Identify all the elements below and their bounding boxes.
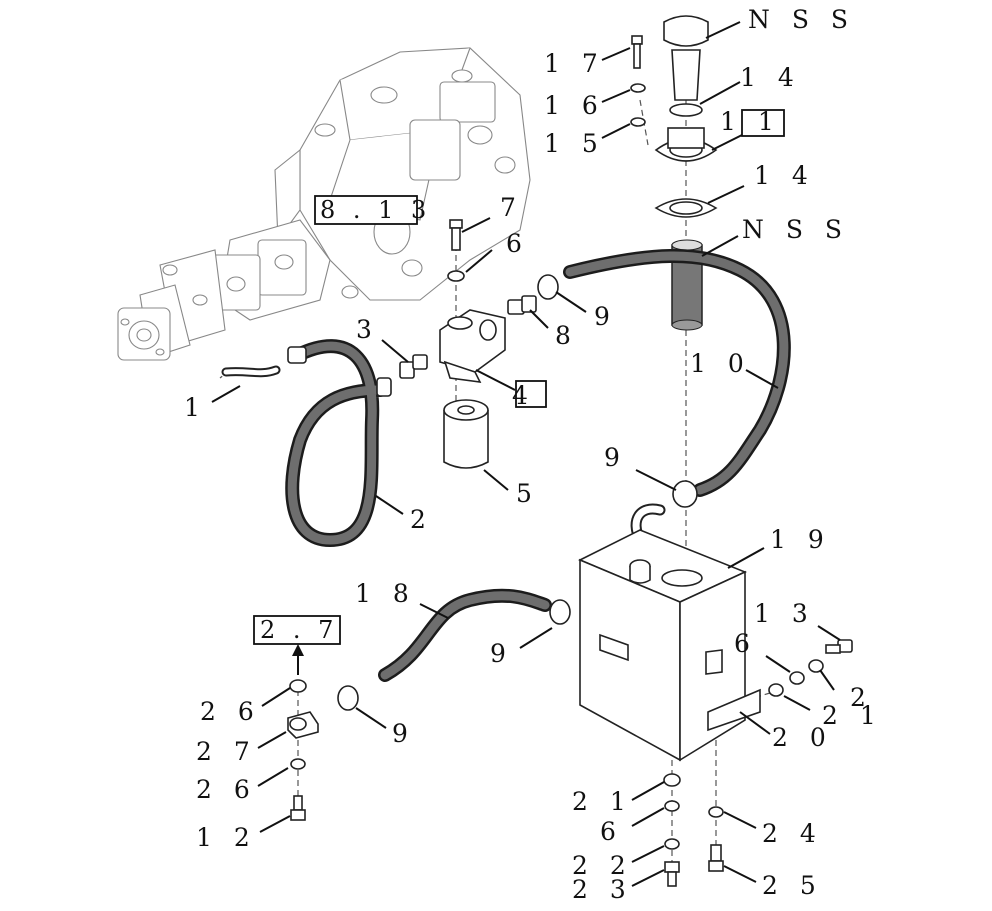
hydraulic-tank: [578, 529, 761, 762]
bolt: [825, 639, 853, 654]
reference-box-8-13[interactable]: 8 . 1 3: [314, 195, 431, 225]
washer: [663, 773, 681, 787]
label-9-mid: 9: [604, 443, 627, 472]
reference-2-7-text: 2 . 7: [260, 616, 338, 644]
label-24: 2 4: [762, 819, 823, 848]
reference-box-2-7[interactable]: 2 . 7: [253, 615, 341, 645]
hose-fitting: [287, 346, 307, 364]
label-20: 2 0: [772, 723, 833, 752]
hose-clamp: [537, 274, 559, 300]
hose-clamp: [337, 685, 359, 711]
reference-arrow: [292, 644, 304, 675]
washer: [808, 659, 824, 673]
label-23: 2 3: [572, 875, 633, 904]
label-26-top: 2 6: [200, 697, 261, 726]
label-15: 1 5: [544, 129, 605, 158]
washer: [630, 117, 646, 127]
label-17: 1 7: [544, 49, 605, 78]
washer: [447, 270, 465, 282]
label-6-right: 6: [734, 629, 757, 658]
gasket: [654, 198, 718, 218]
label-9-upper: 9: [594, 302, 617, 331]
label-12: 1 2: [196, 823, 257, 852]
label-6-upper: 6: [506, 229, 529, 258]
label-14-top: 1 4: [740, 63, 801, 92]
nipple-fitting: [507, 295, 537, 315]
part-labels: N S S 1 7 1 4 1 6 1 1 1 5 1 4 7 N S S 6 …: [184, 5, 883, 904]
label-25: 2 5: [762, 871, 823, 900]
label-2-right: 2: [850, 683, 873, 712]
washer: [708, 806, 724, 818]
washer: [768, 683, 784, 697]
label-22: 2 2: [572, 851, 633, 880]
bolt: [290, 795, 306, 821]
label-4: 4: [512, 381, 535, 410]
label-27: 2 7: [196, 737, 257, 766]
hose-clamp: [549, 599, 571, 625]
label-2-hose: 2: [410, 505, 433, 534]
bolt: [449, 219, 463, 251]
pipe-short: [221, 365, 281, 378]
label-8: 8: [555, 321, 578, 350]
washer: [664, 800, 680, 812]
label-1: 1: [184, 393, 207, 422]
washer: [289, 679, 307, 693]
flange-plate: [654, 127, 718, 162]
reference-8-13-text: 8 . 1 3: [320, 196, 431, 224]
label-13: 1 3: [754, 599, 815, 628]
label-nss-mid: N S S: [742, 215, 849, 244]
transmission-housing: [117, 47, 531, 361]
washer: [789, 671, 805, 685]
label-3: 3: [356, 315, 379, 344]
leader-lines: [211, 21, 841, 887]
filter-cartridge: [443, 399, 489, 469]
hose-clamp: [672, 480, 698, 508]
label-10: 1 0: [690, 349, 751, 378]
label-18: 1 8: [355, 579, 416, 608]
bolt: [664, 861, 680, 887]
washer: [630, 83, 646, 93]
hose-return: [563, 249, 791, 497]
union-fitting: [399, 354, 428, 379]
label-21-right: 2 1: [822, 701, 883, 730]
hose-suction: [378, 588, 552, 682]
part-box-11: [741, 109, 785, 137]
label-21-bottom: 2 1: [572, 787, 633, 816]
label-5: 5: [516, 479, 539, 508]
label-16: 1 6: [544, 91, 605, 120]
label-9-lower: 9: [490, 639, 513, 668]
filter-head: [439, 309, 506, 383]
washer: [290, 758, 306, 770]
label-14-bottom: 1 4: [754, 161, 815, 190]
part-box-4: [515, 380, 547, 408]
bolt: [631, 35, 643, 69]
label-nss-top: N S S: [748, 5, 855, 34]
hose-pump-filter: [285, 339, 387, 548]
hose-fitting: [376, 377, 392, 397]
label-6-bottom: 6: [600, 817, 623, 846]
washer: [664, 838, 680, 850]
banjo-fitting: [287, 711, 319, 739]
filler-cap: [663, 15, 709, 117]
label-9-left: 9: [392, 719, 415, 748]
label-19: 1 9: [770, 525, 831, 554]
label-11: 1 1: [720, 107, 781, 136]
label-26-bottom: 2 6: [196, 775, 257, 804]
label-7: 7: [500, 193, 523, 222]
bolt: [708, 844, 724, 872]
